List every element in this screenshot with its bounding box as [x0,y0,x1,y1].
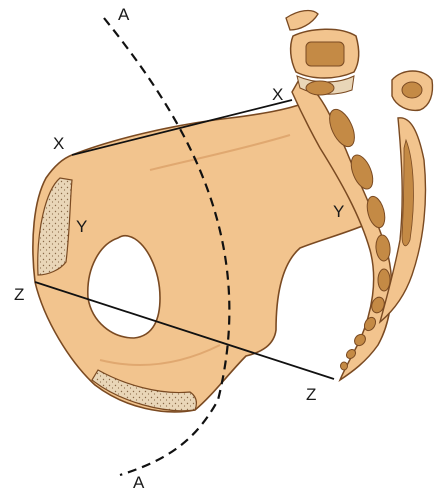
label-z-right: Z [306,385,316,404]
label-y-left: Y [76,217,87,236]
label-y-right: Y [333,202,344,221]
label-x-right: X [272,85,283,104]
label-a-top: A [118,5,130,24]
coccyx-segment [341,362,348,370]
label-z-left: Z [14,285,24,304]
posterior-vertebra-body [402,82,422,98]
vertebra-body [306,42,344,66]
sacral-segment [306,81,334,95]
label-x-left: X [53,134,64,153]
label-a-bottom: A [133,473,145,492]
spinous-process [286,11,318,30]
sacral-segment [378,269,390,291]
